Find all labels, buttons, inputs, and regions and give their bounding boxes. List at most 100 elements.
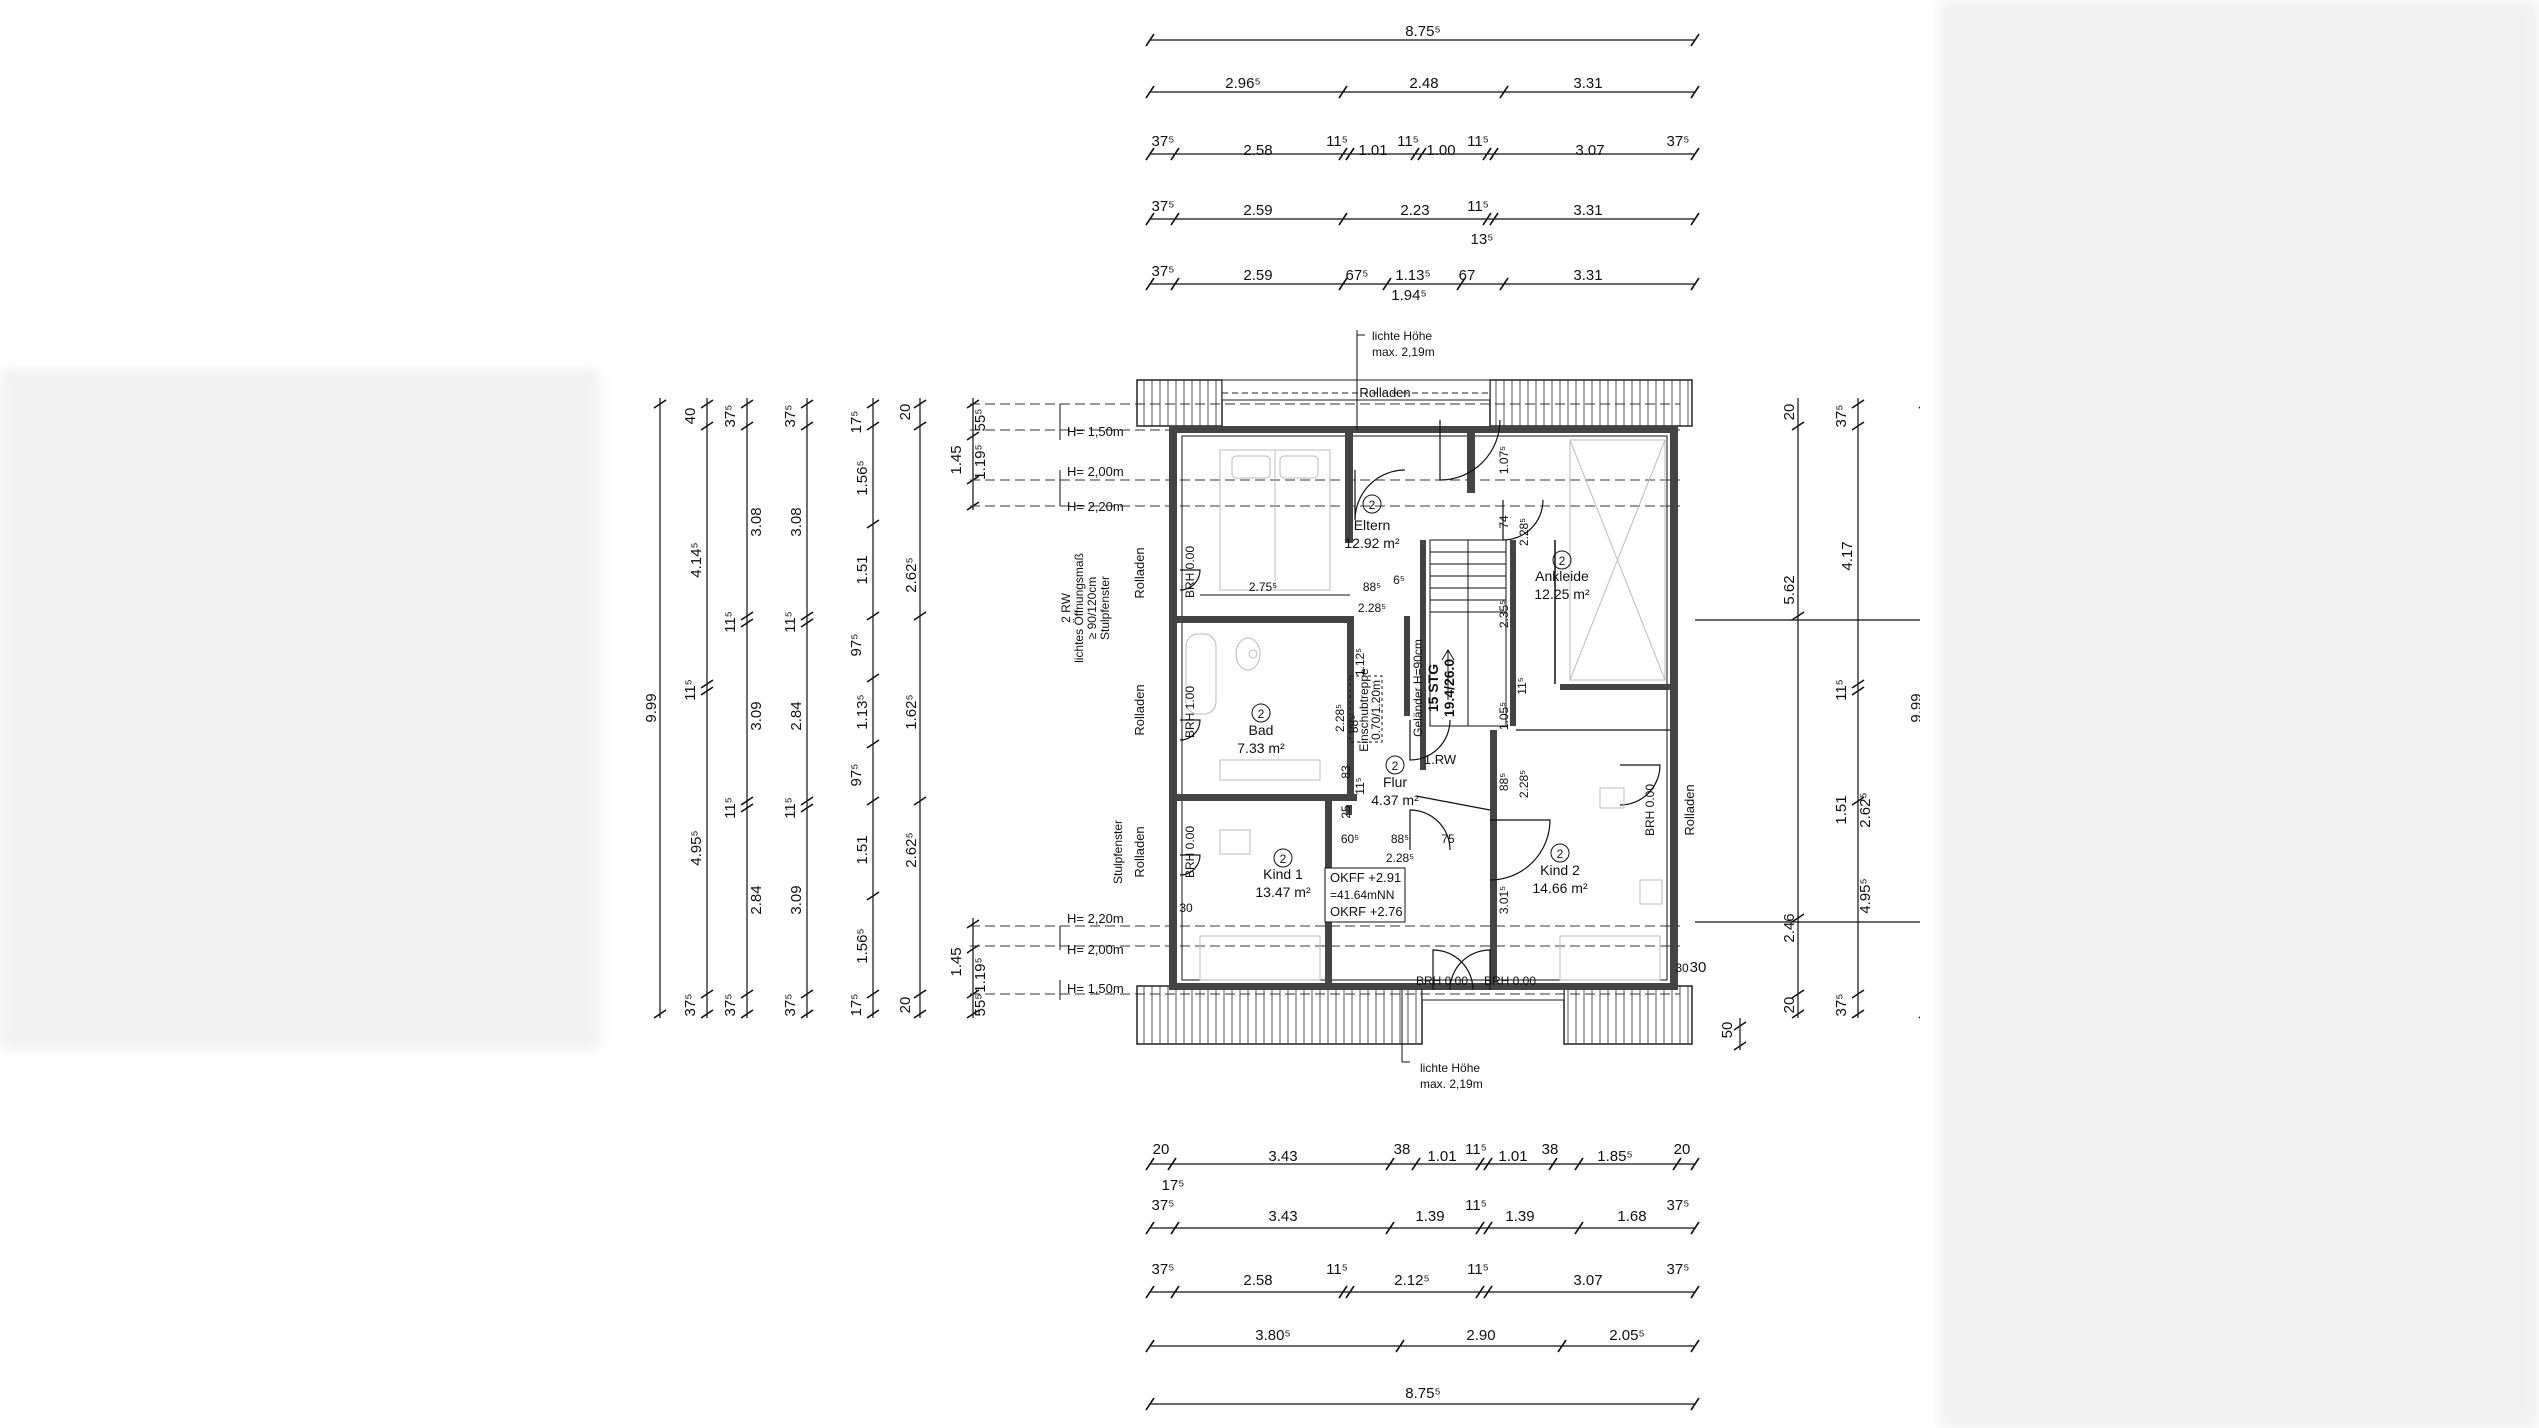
- dim-label: 20: [1153, 1141, 1170, 1158]
- room-number: 2: [1392, 759, 1399, 773]
- rolladen-labels: Rolladen Rolladen Rolladen Rolladen Roll…: [1132, 385, 1697, 878]
- dim-label: 37⁵: [1152, 263, 1175, 280]
- inner-dim: 1.12⁵: [1353, 648, 1367, 676]
- dim-label: 67: [1459, 267, 1476, 284]
- bottom-dimension-chains: [1145, 1157, 1700, 1411]
- room-name: Kind 2: [1540, 862, 1580, 878]
- note-text: max. 2,19m: [1420, 1077, 1483, 1091]
- inner-dim: 11⁵: [1353, 777, 1367, 794]
- window-note: Stulpfenster: [1098, 576, 1112, 640]
- height-label: H= 2,00m: [1067, 942, 1124, 957]
- dim-label: 2.90: [1466, 1327, 1495, 1344]
- brh-label: BRH 0.00: [1183, 826, 1197, 878]
- dim-label: 2.84: [748, 885, 765, 914]
- room-labels: 2 Eltern 12.92 m² 2 Ankleide 12.25 m² 2 …: [1237, 494, 1590, 900]
- dim-label: 11⁵: [1467, 1261, 1489, 1278]
- dim-label: 17⁵: [848, 411, 865, 434]
- room-name: Flur: [1383, 774, 1407, 790]
- dim-label: 37⁵: [682, 994, 699, 1017]
- dim-label: 5.62: [1781, 575, 1798, 604]
- stair-rw: 1.RW: [1424, 752, 1457, 767]
- dim-label: 55⁵: [972, 994, 989, 1017]
- roof-eaves: [1136, 379, 1693, 1045]
- room-number: 2: [1557, 847, 1564, 861]
- dim-label: 2.48: [1409, 75, 1438, 92]
- inner-dim: 88⁵: [1391, 832, 1409, 846]
- dim-label: 3.09: [748, 701, 765, 730]
- dim-label: 11⁵: [722, 611, 739, 633]
- dim-label: 3.09: [788, 885, 805, 914]
- inner-dim: 30: [1179, 901, 1193, 915]
- window-note: lichtes Öffnungsmaß: [1072, 553, 1086, 663]
- window-note: ≥ 90/120cm: [1085, 577, 1099, 640]
- dim-label: 2.62⁵: [1857, 792, 1874, 827]
- dim-label: 1.68: [1617, 1208, 1646, 1225]
- room-area: 14.66 m²: [1532, 880, 1588, 896]
- inner-dim: 83: [1339, 765, 1353, 779]
- inner-dim: 2.35⁵: [1497, 600, 1511, 628]
- dim-label: 3.80⁵: [1255, 1327, 1290, 1344]
- inner-dim: 1.05⁵: [1497, 702, 1511, 730]
- dim-label: 37⁵: [1667, 133, 1690, 150]
- dim-label: 37⁵: [1152, 1197, 1175, 1214]
- stair-ratio: 19.4/26.0: [1441, 659, 1457, 718]
- blurred-right-background: [1940, 0, 2539, 1428]
- dim-label: 3.07: [1573, 1272, 1602, 1289]
- height-label: H= 2,20m: [1067, 911, 1124, 926]
- height-label: H= 1,50m: [1067, 424, 1124, 439]
- dim-label: 11⁵: [1465, 1141, 1487, 1158]
- rolladen-label: Rolladen: [1359, 385, 1410, 400]
- dim-label: 3.43: [1268, 1148, 1297, 1165]
- dim-label: 1.56⁵: [854, 928, 871, 963]
- dim-label: 67⁵: [1346, 267, 1369, 284]
- dim-label: 55⁵: [972, 409, 989, 432]
- dim-label: 11⁵: [682, 679, 699, 701]
- dim-label: 8.75⁵: [1405, 1385, 1440, 1402]
- dim-label: 20: [1781, 997, 1798, 1014]
- rolladen-label: Rolladen: [1682, 784, 1697, 835]
- dim-label: 20: [1781, 404, 1798, 421]
- dim-label: 3.31: [1573, 75, 1602, 92]
- height-label: H= 2,20m: [1067, 499, 1124, 514]
- floor-plan-drawing: 8.75⁵ 2.96⁵ 2.48 3.31 37⁵ 2.58 11⁵ 1.01 …: [643, 23, 1920, 1411]
- rolladen-label: Rolladen: [1132, 547, 1147, 598]
- brh-labels: BRH 0.00 BRH 1.00 BRH 0.00 BRH 0.00 BRH …: [1183, 546, 1657, 988]
- dim-label: 11⁵: [1467, 133, 1489, 150]
- room-number: 2: [1559, 554, 1566, 568]
- stair-steps: 15 STG: [1425, 664, 1441, 712]
- dim-label: 11⁵: [782, 611, 799, 633]
- dim-label: 1.85⁵: [1597, 1148, 1632, 1165]
- dim-label: 9.99: [643, 693, 660, 722]
- dim-label: 11⁵: [1467, 198, 1489, 215]
- left-dimension-labels: 9.99 40 4.14⁵ 11⁵ 4.95⁵ 37⁵ 37⁵ 3.08 11⁵…: [643, 404, 989, 1017]
- dim-label: 11⁵: [1326, 133, 1348, 150]
- hatch-size: 0.70/1.20m: [1369, 680, 1383, 740]
- inner-dim: 2.28⁵: [1517, 518, 1531, 546]
- dim-label: 1.13⁵: [1395, 267, 1430, 284]
- dim-label: 2.62⁵: [903, 832, 920, 867]
- dim-label: 37⁵: [1833, 994, 1850, 1017]
- inner-dim: 2.28⁵: [1358, 601, 1386, 615]
- dim-label: 1.01: [1358, 142, 1387, 159]
- room-area: 4.37 m²: [1371, 792, 1419, 808]
- brh-label: BRH 1.00: [1183, 686, 1197, 738]
- dim-label: 2.59: [1243, 202, 1272, 219]
- dim-label: 1.01: [1427, 1148, 1456, 1165]
- dim-label: 17⁵: [848, 994, 865, 1017]
- brh-label: BRH 0.00: [1643, 784, 1657, 836]
- dim-label: 11⁵: [1465, 1197, 1487, 1214]
- level-box: OKFF +2.91 =41.64mNN OKRF +2.76: [1324, 867, 1406, 923]
- room-area: 7.33 m²: [1237, 740, 1285, 756]
- window-notes: 2 RW lichtes Öffnungsmaß ≥ 90/120cm Stul…: [1059, 553, 1125, 884]
- dim-label: 37⁵: [722, 405, 739, 428]
- dim-label: 38: [1542, 1141, 1559, 1158]
- inner-dim: 2.75⁵: [1249, 580, 1277, 594]
- room-number: 2: [1369, 498, 1376, 512]
- window-note: Stulpfenster: [1111, 820, 1125, 884]
- dim-label: 3.31: [1573, 202, 1602, 219]
- dim-label: 1.94⁵: [1391, 287, 1426, 304]
- staircase: [1349, 539, 1507, 743]
- dim-label: 2.12⁵: [1394, 1272, 1429, 1289]
- dim-label: 4.17: [1839, 541, 1856, 570]
- dim-label: 2.84: [788, 701, 805, 730]
